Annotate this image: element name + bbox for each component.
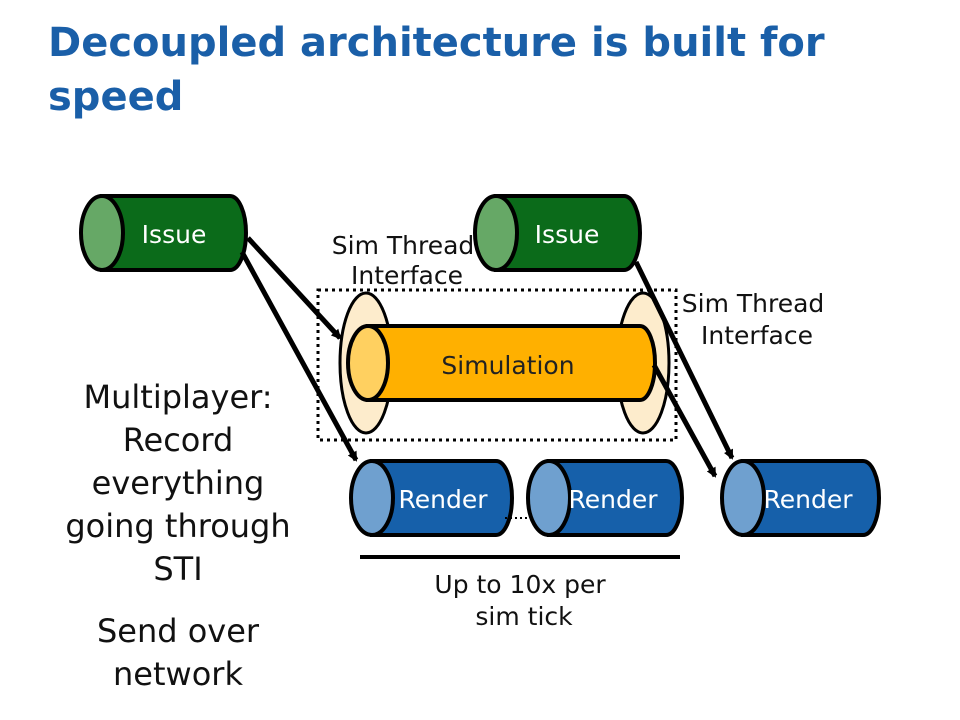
render-3-label: Render [763,485,853,514]
simulation-cylinder: Simulation [346,324,657,402]
send-network-note: Send over network [96,612,260,693]
sti-dotted-boundary [316,288,678,442]
render-cylinder-2: Render [526,459,684,537]
sti-left-line2: Interface [351,261,463,290]
issue-right-label: Issue [535,220,600,249]
arrow-issue-to-sti [246,236,342,340]
arrow-issue-right-to-render [633,260,735,460]
sti-right-line1: Sim Thread [682,289,825,318]
sti-right-line2: Interface [701,321,813,350]
arrow-issue-to-render [239,250,359,462]
arrow-sim-to-render [651,363,718,478]
issue-left-label: Issue [142,220,207,249]
issue-cylinder-right: Issue [473,194,642,272]
sti-left-label: Sim Thread Interface [332,231,482,290]
render-cylinder-3: Render [720,459,881,537]
rate-line2: sim tick [475,602,573,631]
issue-cylinder-left: Issue [79,194,248,272]
render-1-label: Render [398,485,488,514]
rate-line1: Up to 10x per [434,570,606,599]
sti-left-line1: Sim Thread [332,231,475,260]
render-cylinder-1: Render [349,459,514,537]
simulation-label: Simulation [441,351,574,380]
sti-right-label: Sim Thread Interface [682,289,832,350]
rate-label: Up to 10x per sim tick [434,570,613,631]
multiplayer-note: Multiplayer: Record everything going thr… [65,378,291,588]
slide-title: Decoupled architecture is built for spee… [48,20,825,120]
render-2-label: Render [568,485,658,514]
